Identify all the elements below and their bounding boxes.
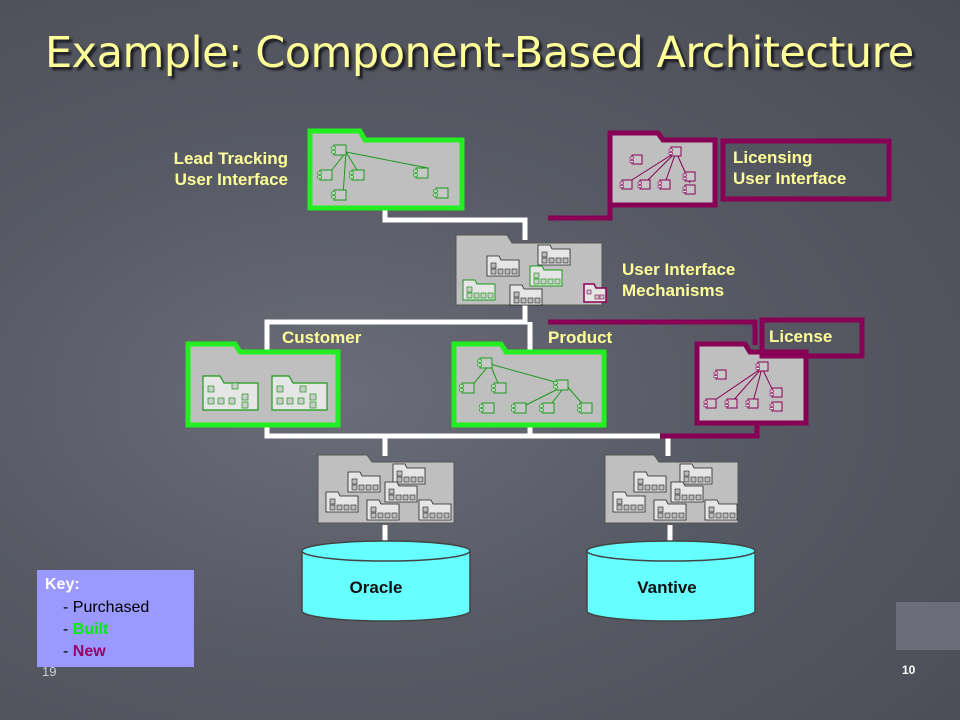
- slide-title: Example: Component-Based Architecture: [45, 28, 914, 78]
- license-package[interactable]: [694, 317, 865, 426]
- legend-key: Key: - Purchased - Built - New: [37, 570, 194, 667]
- legend-item-built: - Built: [63, 621, 109, 638]
- product-package[interactable]: [451, 341, 607, 428]
- vantive-label: Vantive: [637, 578, 697, 597]
- page-number-left: 19: [42, 664, 57, 679]
- legend-item-purchased: - Purchased: [63, 599, 150, 616]
- product-label: Product: [548, 328, 613, 347]
- legend-title: Key:: [45, 576, 80, 593]
- customer-label: Customer: [282, 328, 362, 347]
- vantive-access-package[interactable]: [604, 454, 739, 524]
- vantive-database[interactable]: [586, 540, 756, 622]
- page-number-right: 10: [902, 663, 916, 677]
- ui-mechanisms-label: User Interface Mechanisms: [622, 260, 736, 300]
- license-label: License: [769, 327, 833, 346]
- corner-decoration: [896, 602, 960, 650]
- licensing-ui-package[interactable]: [607, 130, 892, 208]
- lead-tracking-ui-package[interactable]: [307, 128, 465, 211]
- ui-mechanisms-package[interactable]: [455, 234, 607, 306]
- oracle-label: Oracle: [349, 578, 403, 597]
- oracle-access-package[interactable]: [317, 454, 455, 524]
- lead-tracking-ui-label: Lead Tracking User Interface: [173, 149, 288, 189]
- licensing-ui-label: Licensing User Interface: [733, 148, 847, 188]
- legend-item-new: - New: [63, 643, 106, 660]
- customer-package[interactable]: [185, 341, 341, 428]
- oracle-database[interactable]: [301, 540, 471, 622]
